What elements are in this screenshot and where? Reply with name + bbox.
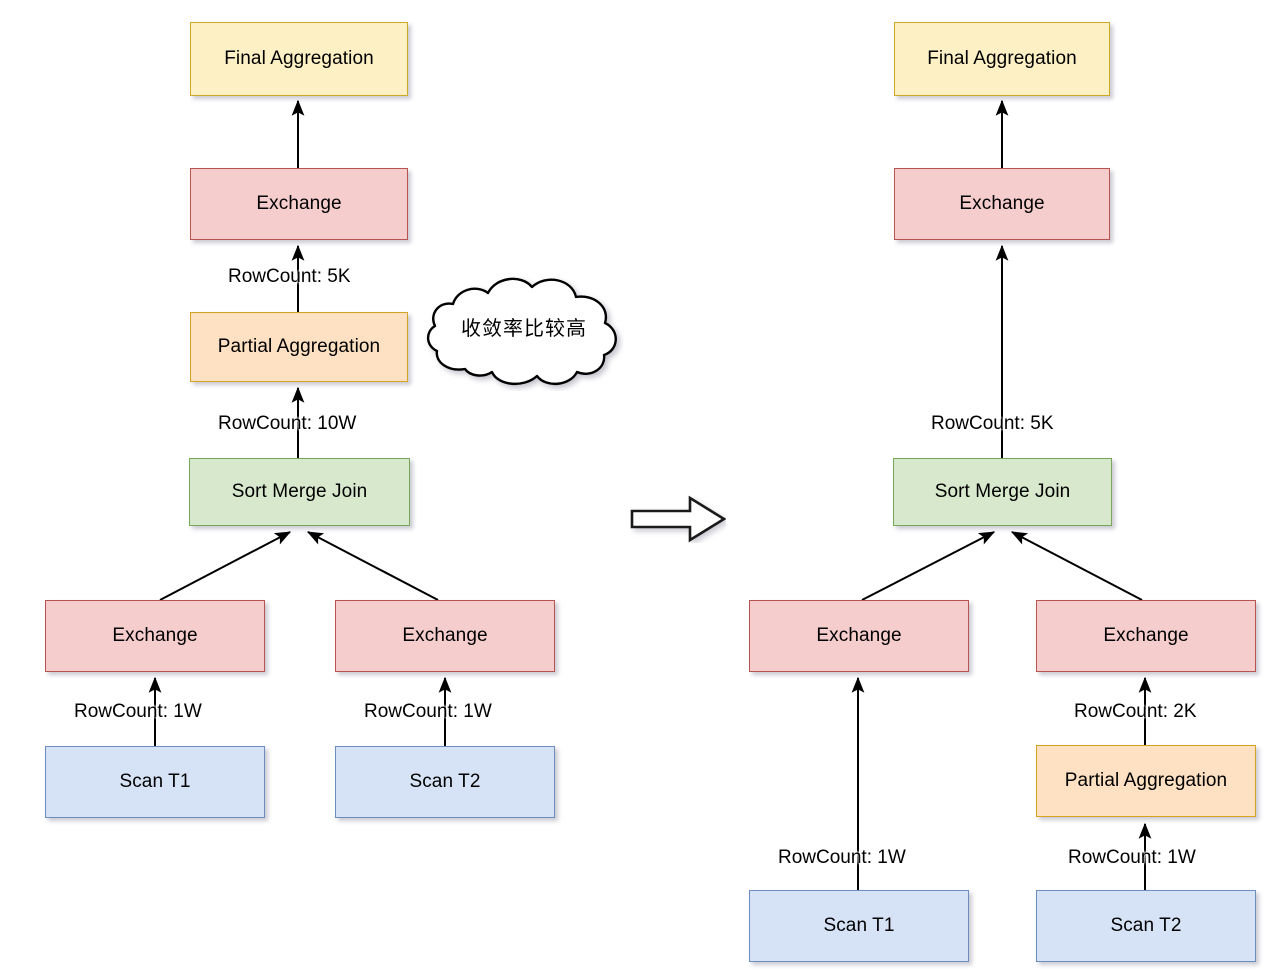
edge-label-l-scan1-to-exchleft: RowCount: 1W [74,701,202,722]
edge-r-exchright-to-join [1010,531,1143,601]
node-exchange-top-right[interactable]: Exchange [894,168,1110,240]
transform-arrow-icon [630,495,727,543]
edge-label-l-join-to-partial: RowCount: 10W [218,413,357,434]
node-scan-t1-right[interactable]: Scan T1 [749,890,969,962]
node-scan-t1-left[interactable]: Scan T1 [45,746,265,818]
callout-cloud-text: 收敛率比较高 [461,318,587,340]
node-scan-t2-right[interactable]: Scan T2 [1036,890,1256,962]
node-partial-aggregation-right[interactable]: Partial Aggregation [1036,745,1256,817]
edge-r-exchleft-to-join [861,531,996,601]
node-exchange-bottom-right-2[interactable]: Exchange [1036,600,1256,672]
node-final-aggregation-right[interactable]: Final Aggregation [894,22,1110,96]
cloud-shape-icon [426,277,617,385]
node-final-aggregation-left[interactable]: Final Aggregation [190,22,408,96]
edge-label-r-join-to-exchtop: RowCount: 5K [931,413,1054,434]
edge-label-l-partial-to-exchtop: RowCount: 5K [228,266,351,287]
node-exchange-bottom-right-1[interactable]: Exchange [749,600,969,672]
edge-label-r-scan2-to-partial: RowCount: 1W [1068,847,1196,868]
node-sort-merge-join-left[interactable]: Sort Merge Join [189,458,410,526]
node-partial-aggregation-left[interactable]: Partial Aggregation [190,312,408,382]
node-sort-merge-join-right[interactable]: Sort Merge Join [893,458,1112,526]
node-scan-t2-left[interactable]: Scan T2 [335,746,555,818]
callout-cloud: 收敛率比较高 [424,266,624,391]
edge-label-r-partial-to-exchright: RowCount: 2K [1074,701,1197,722]
edge-l-exchleft-to-join [159,531,292,601]
edge-l-exchright-to-join [306,531,439,601]
node-exchange-bottom-left-2[interactable]: Exchange [335,600,555,672]
edge-label-r-scan1-to-exchleft: RowCount: 1W [778,847,906,868]
node-exchange-bottom-left-1[interactable]: Exchange [45,600,265,672]
edge-label-l-scan2-to-exchright: RowCount: 1W [364,701,492,722]
node-exchange-top-left[interactable]: Exchange [190,168,408,240]
